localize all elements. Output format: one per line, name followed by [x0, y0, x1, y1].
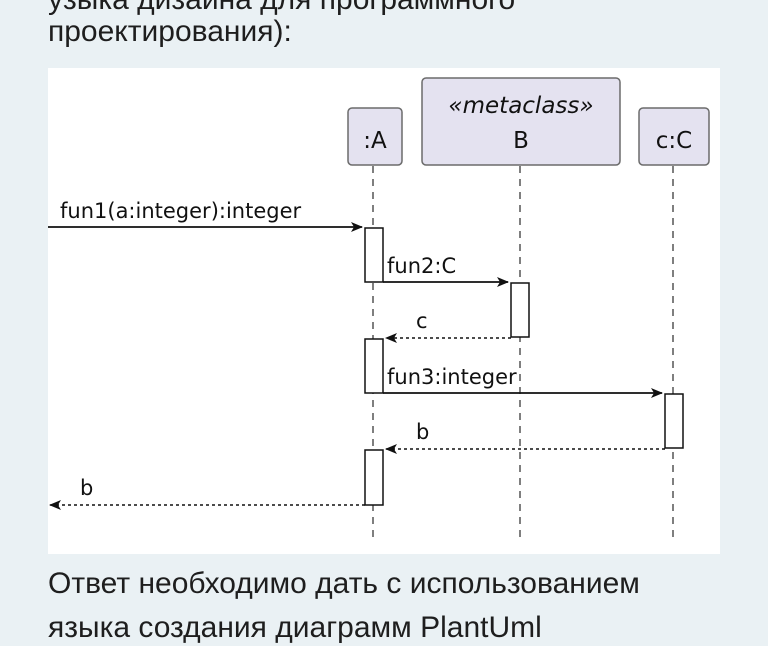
message-return-b2-label: b — [80, 476, 93, 500]
intro-text: проектирования): — [48, 15, 292, 48]
sequence-diagram: :A «metaclass» B c:C fun1(a:integer):int… — [48, 68, 720, 554]
participant-c-label: c:C — [656, 128, 692, 154]
answer-instruction-text: Ответ необходимо дать с использованием — [48, 567, 640, 600]
activation-a-3 — [364, 449, 384, 506]
message-fun2-label: fun2:C — [387, 254, 456, 278]
activation-b-1 — [510, 282, 530, 338]
message-return-b1-label: b — [416, 420, 429, 444]
cut-off-bottom-text: языка создания диаграмм PlantUml — [48, 611, 542, 644]
message-fun1-label: fun1(a:integer):integer — [60, 199, 302, 223]
activation-c-1 — [664, 393, 684, 449]
participant-c: c:C — [638, 107, 710, 166]
message-fun3-label: fun3:integer — [387, 365, 517, 389]
cut-off-text-line: узыка дизайна для программного — [48, 0, 515, 18]
participant-b: «metaclass» B — [421, 77, 621, 166]
participant-a: :A — [347, 107, 403, 166]
message-return-c-label: c — [416, 309, 428, 333]
activation-a-2 — [364, 338, 384, 394]
participant-b-stereotype: «metaclass» — [448, 93, 593, 119]
activation-a-1 — [364, 227, 384, 283]
sequence-diagram-svg: :A «metaclass» B c:C fun1(a:integer):int… — [48, 77, 710, 542]
participant-a-label: :A — [363, 128, 387, 154]
participant-b-label: B — [513, 128, 529, 154]
